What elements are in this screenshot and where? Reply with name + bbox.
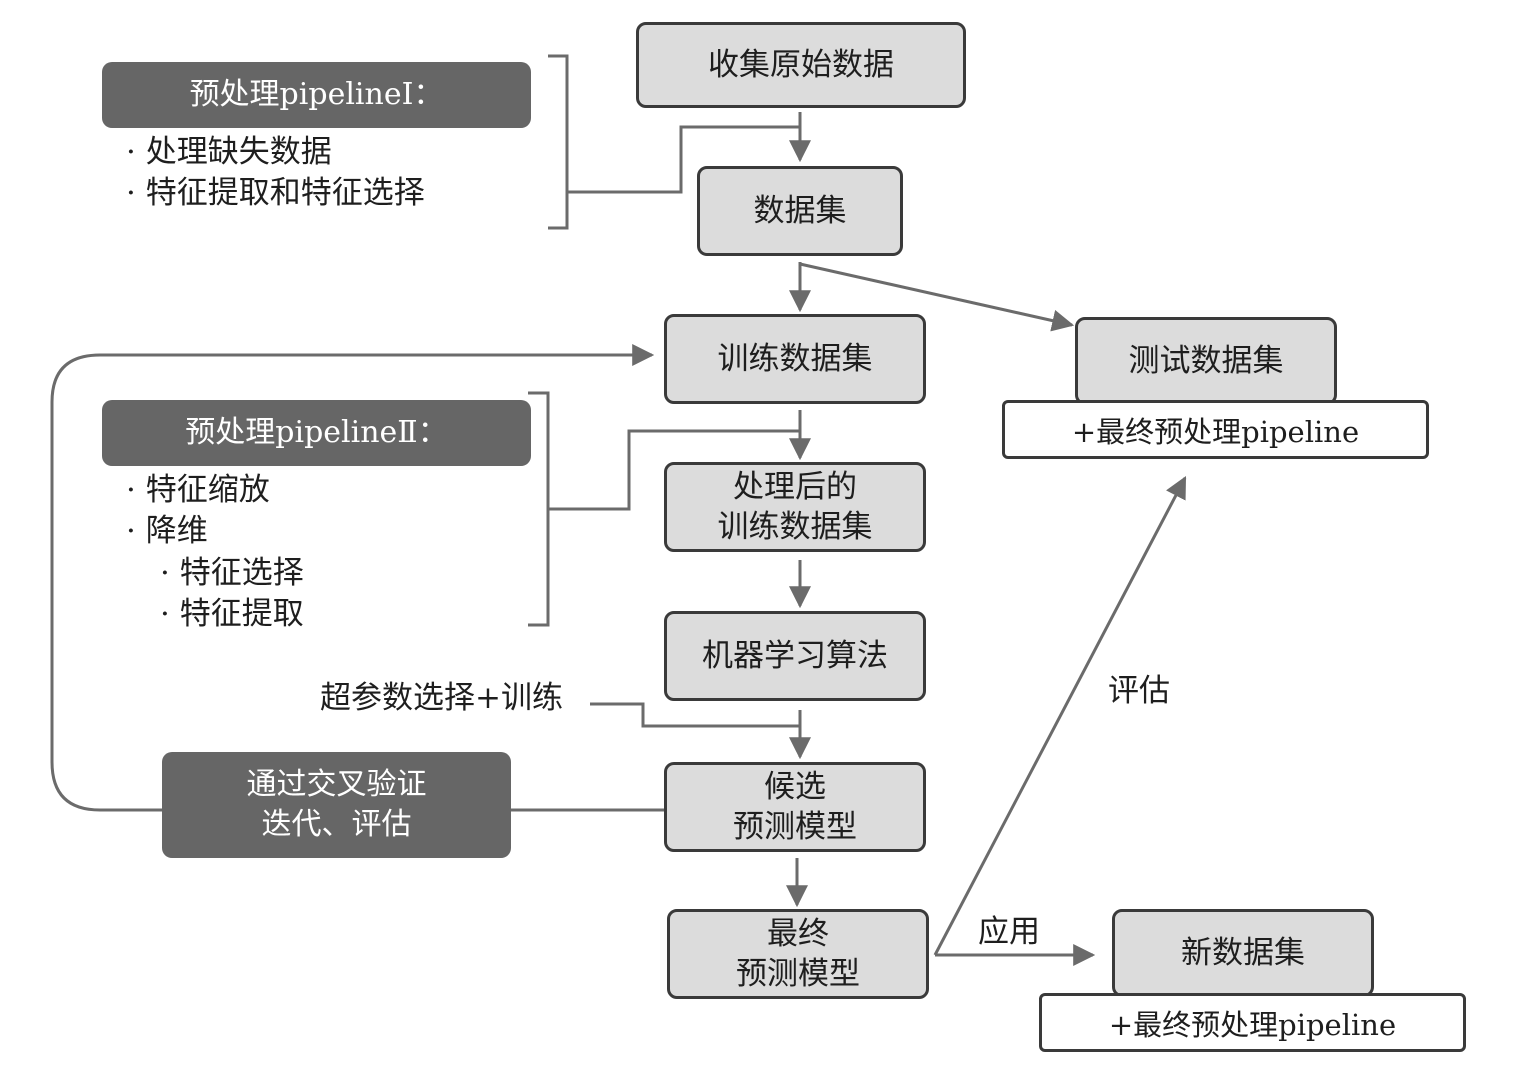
node-collect-raw-data: 收集原始数据 [636,22,966,108]
new-dataset-pipeline-label: +最终预处理pipeline [1108,1007,1397,1042]
arrow-dataset-to-test [799,262,1075,332]
cv-loop-arrow [50,344,655,812]
new-dataset-pipeline-box: +最终预处理pipeline [1039,993,1466,1052]
apply-label: 应用 [978,914,1040,950]
pipeline2-title: 预处理pipelineⅡ： [185,415,448,450]
cross-validation-box: 通过交叉验证 迭代、评估 [162,752,511,858]
pipeline2-item: · 降维 [126,513,208,549]
node-final-model: 最终 预测模型 [667,909,929,999]
pipeline2-subitem: · 特征选择 [160,555,304,591]
arrow-evaluate [933,476,1187,956]
test-set-pipeline-label: +最终预处理pipeline [1071,414,1360,449]
node-processed-train-set-label: 处理后的 训练数据集 [717,469,873,545]
test-set-pipeline-box: +最终预处理pipeline [1002,400,1429,459]
node-test-set: 测试数据集 [1075,317,1337,405]
pipeline1-title: 预处理pipelineⅠ： [189,77,444,112]
evaluate-label: 评估 [1108,673,1170,709]
node-new-dataset: 新数据集 [1112,909,1374,997]
pipeline1-connector [567,125,800,194]
node-final-model-label: 最终 预测模型 [736,916,860,992]
node-collect-raw-data-label: 收集原始数据 [708,47,894,83]
pipeline1-title-box: 预处理pipelineⅠ： [102,62,531,128]
node-candidate-model: 候选 预测模型 [664,762,926,852]
node-dataset: 数据集 [697,166,903,256]
pipeline2-bracket [528,391,550,627]
node-candidate-model-label: 候选 预测模型 [733,769,857,845]
node-train-set-label: 训练数据集 [717,341,873,377]
cross-validation-label: 通过交叉验证 迭代、评估 [246,767,427,842]
node-train-set: 训练数据集 [664,314,926,404]
node-dataset-label: 数据集 [753,193,847,229]
hyperparam-label: 超参数选择+训练 [320,680,563,716]
pipeline2-subitem: · 特征提取 [160,596,304,632]
pipeline1-item: · 处理缺失数据 [126,134,332,170]
node-ml-algorithm-label: 机器学习算法 [702,638,888,674]
pipeline2-item: · 特征缩放 [126,472,270,508]
node-new-dataset-label: 新数据集 [1181,935,1305,971]
node-test-set-label: 测试数据集 [1128,343,1284,379]
node-processed-train-set: 处理后的 训练数据集 [664,462,926,552]
node-ml-algorithm: 机器学习算法 [664,611,926,701]
pipeline1-bracket [548,54,569,230]
hyperparam-connector [590,702,800,728]
pipeline2-connector [548,429,800,511]
pipeline2-title-box: 预处理pipelineⅡ： [102,400,531,466]
pipeline1-item: · 特征提取和特征选择 [126,175,425,211]
